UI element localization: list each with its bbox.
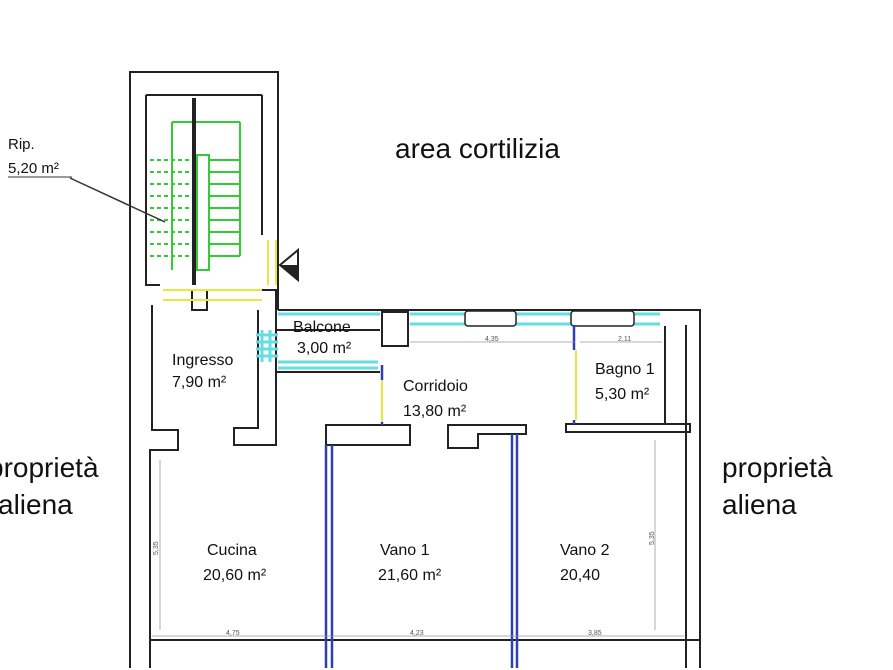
windows bbox=[256, 312, 660, 370]
room-cucina-name: Cucina bbox=[207, 542, 257, 559]
balcony-window-bottom bbox=[278, 360, 378, 370]
partition-vano1-vano2 bbox=[510, 434, 519, 668]
dim-right-side: 5,35 bbox=[649, 531, 656, 545]
room-corridoio-area: 13,80 m² bbox=[403, 403, 467, 420]
room-vano2-name: Vano 2 bbox=[560, 542, 610, 559]
stair-tower-outline bbox=[129, 71, 279, 668]
dim-left-side: 5,35 bbox=[153, 541, 160, 555]
dim-corridor-top: 4,35 bbox=[485, 336, 499, 343]
room-bagno-area: 5,30 m² bbox=[595, 386, 650, 403]
north-windows bbox=[410, 312, 660, 326]
room-balcone-area: 3,00 m² bbox=[297, 340, 352, 357]
window-sill-1 bbox=[464, 310, 517, 327]
left-aliena-label: aliena bbox=[0, 489, 73, 520]
room-vano1-name: Vano 1 bbox=[380, 542, 430, 559]
ingresso-wall-right bbox=[233, 289, 277, 446]
doors bbox=[163, 240, 577, 422]
stair-steps bbox=[171, 121, 241, 270]
stair-inner-outline bbox=[145, 94, 263, 286]
partitions bbox=[324, 325, 576, 668]
room-bagno-name: Bagno 1 bbox=[595, 361, 655, 378]
dim-bath-top: 2,11 bbox=[618, 336, 631, 343]
room-cucina-area: 20,60 m² bbox=[203, 567, 267, 584]
stair-steps-dashed bbox=[150, 159, 195, 257]
room-vano2-area: 20,40 bbox=[560, 567, 600, 584]
room-rip-name: Rip. bbox=[8, 136, 35, 153]
area-cortilizia-label: area cortilizia bbox=[395, 133, 560, 164]
wall-cucina-vano1 bbox=[325, 424, 411, 446]
balcony-edge bbox=[276, 329, 380, 373]
room-ingresso-area: 7,90 m² bbox=[172, 374, 227, 391]
dim-bottom-vano1: 4,23 bbox=[410, 630, 424, 637]
ingresso-window bbox=[256, 330, 278, 362]
wall-vano1-vano2 bbox=[447, 424, 527, 449]
partition-cucina-vano1 bbox=[324, 445, 334, 668]
room-balcone-name: Balcone bbox=[293, 319, 351, 336]
room-corridoio-name: Corridoio bbox=[403, 378, 468, 395]
stair-handrail bbox=[196, 154, 210, 271]
main-block-outline bbox=[278, 309, 701, 668]
stair-exit-door bbox=[267, 240, 277, 285]
window-sill-2 bbox=[570, 310, 635, 327]
room-vano1-area: 21,60 m² bbox=[378, 567, 442, 584]
ingresso-wall-left bbox=[149, 305, 179, 668]
right-aliena-label: aliena bbox=[722, 489, 797, 520]
window-sills bbox=[464, 310, 635, 327]
wall-bagno-bottom bbox=[565, 423, 691, 433]
left-proprieta-label: proprietà bbox=[0, 452, 99, 483]
room-ingresso-name: Ingresso bbox=[172, 352, 233, 369]
room-rip-area: 5,20 m² bbox=[8, 160, 59, 177]
dim-bottom-kitchen: 4,75 bbox=[226, 630, 240, 637]
dim-bottom-vano2: 3,85 bbox=[588, 630, 602, 637]
rip-leader-line bbox=[69, 177, 166, 223]
entrance-arrow-icon bbox=[278, 247, 299, 283]
corridor-pier bbox=[381, 311, 409, 347]
dimension-lines bbox=[152, 341, 684, 637]
right-proprieta-label: proprietà bbox=[722, 452, 833, 483]
staircase bbox=[150, 121, 241, 271]
landing-door bbox=[163, 289, 262, 301]
